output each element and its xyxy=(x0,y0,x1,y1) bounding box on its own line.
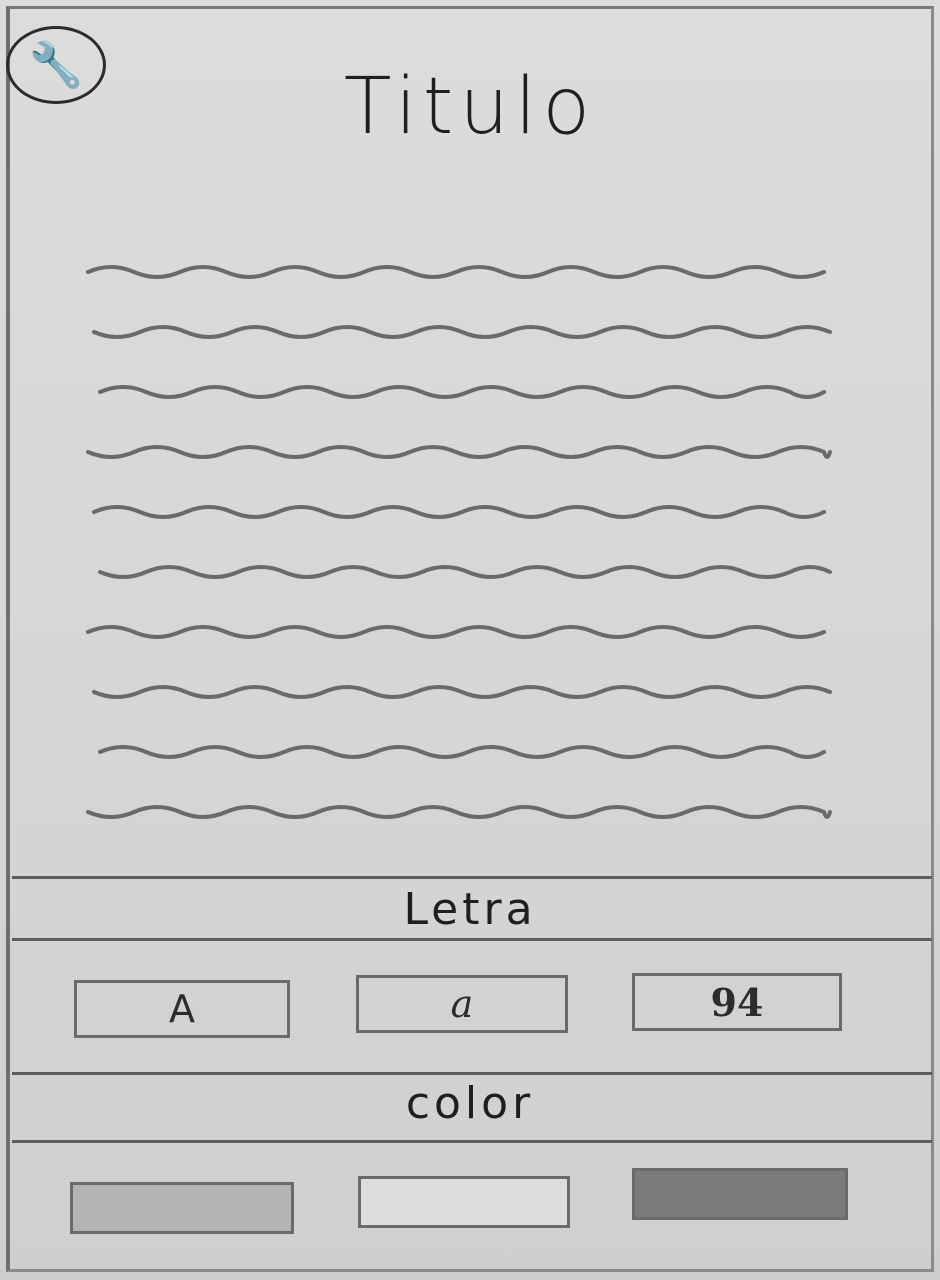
text-placeholder-line xyxy=(98,565,832,579)
font-option-label: A xyxy=(169,987,195,1031)
divider-bottom-letra xyxy=(12,938,932,941)
font-option-1[interactable]: A xyxy=(74,980,290,1038)
font-option-3[interactable]: 94 xyxy=(632,973,842,1031)
text-placeholder-line xyxy=(86,265,826,279)
text-placeholder-line xyxy=(92,325,832,339)
text-placeholder-line xyxy=(86,625,826,639)
font-option-2[interactable]: a xyxy=(356,975,568,1033)
color-swatch-dark-gray[interactable] xyxy=(632,1168,848,1220)
color-section-label: color xyxy=(405,1078,535,1129)
color-swatch-white[interactable] xyxy=(358,1176,570,1228)
text-placeholder-line xyxy=(86,445,832,459)
font-option-label: 94 xyxy=(710,979,764,1025)
color-swatch-light-gray[interactable] xyxy=(70,1182,294,1234)
letra-section-label: Letra xyxy=(403,884,537,935)
text-placeholder-line xyxy=(92,685,832,699)
divider-top-color xyxy=(12,1072,932,1075)
wrench-icon: 🔧 xyxy=(28,40,84,91)
text-placeholder-line xyxy=(98,385,826,399)
text-content-area xyxy=(86,265,832,819)
settings-button[interactable]: 🔧 xyxy=(6,26,106,104)
page-title: Titulo xyxy=(343,62,597,152)
text-placeholder-line xyxy=(92,505,826,519)
font-option-label: a xyxy=(450,982,474,1026)
divider-bottom-color xyxy=(12,1140,932,1143)
text-placeholder-line xyxy=(86,805,832,819)
text-placeholder-line xyxy=(98,745,826,759)
divider-top-letra xyxy=(12,876,932,879)
app-frame xyxy=(6,6,934,1272)
